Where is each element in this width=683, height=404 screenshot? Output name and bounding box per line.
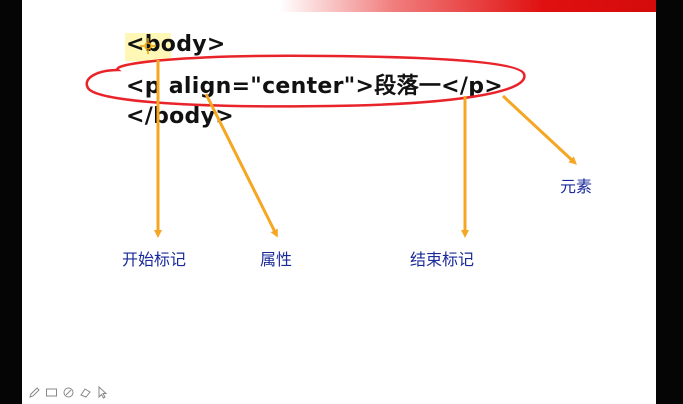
label-attribute: 属性 — [260, 250, 293, 269]
pen-toolbar — [28, 384, 109, 400]
pointer-icon[interactable] — [96, 385, 109, 399]
label-end-tag: 结束标记 — [410, 250, 475, 269]
highlighter-icon[interactable] — [79, 386, 92, 399]
code-line-body-close: </body> — [126, 104, 234, 129]
eraser-icon[interactable] — [62, 386, 75, 399]
label-element: 元素 — [560, 177, 593, 196]
slide-canvas — [22, 0, 656, 404]
label-start-tag: 开始标记 — [122, 250, 187, 269]
slide-top-accent-bar — [280, 0, 656, 12]
cursor-icon — [140, 38, 156, 54]
code-line-paragraph: <p align="center">段落一</p> — [126, 74, 504, 99]
screen-icon[interactable] — [45, 386, 58, 399]
pen-icon[interactable] — [28, 386, 41, 399]
code-line-body-open: <body> — [126, 32, 226, 57]
